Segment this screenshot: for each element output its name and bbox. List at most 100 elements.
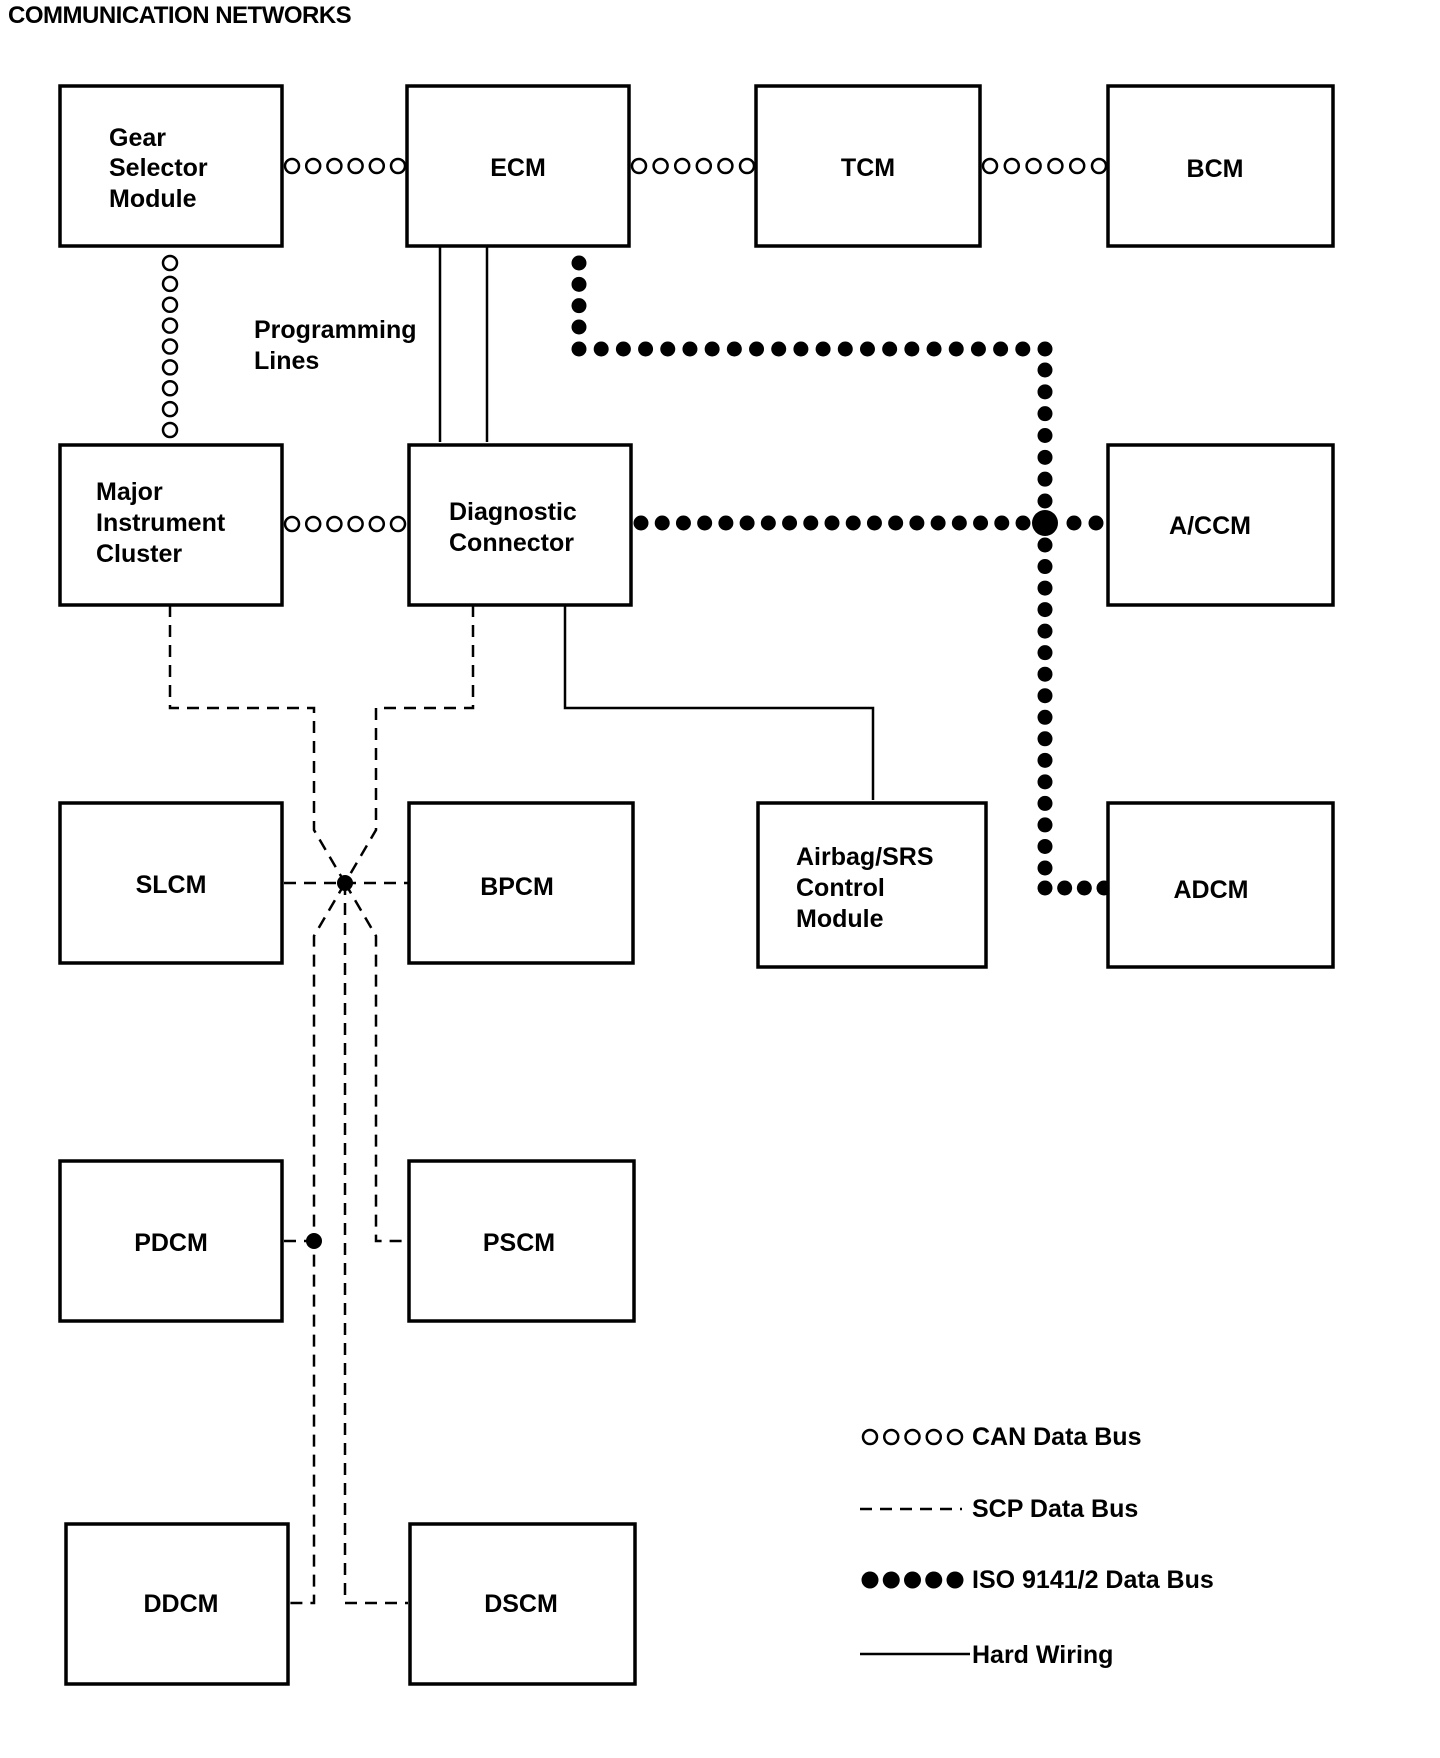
iso-bus-dot [1076,880,1092,896]
tcm-label: TCM [841,154,895,182]
iso-bus-dot [1037,774,1053,790]
iso-bus-dot [1037,731,1053,747]
iso-bus-dot [793,341,809,357]
cluster-label-3: Cluster [96,540,182,568]
pdcm-label: PDCM [134,1229,208,1257]
iso-link-ecm-down [571,255,587,335]
iso-bus-dot [1037,471,1053,487]
ddcm-box [64,1522,290,1686]
can-bus-dot [161,359,179,376]
can-bus-dot [946,1428,964,1446]
iso-bus-dot [994,515,1010,531]
accm-box [1106,443,1335,607]
bpcm-box [407,801,635,965]
can-bus-dot [1047,157,1064,175]
can-bus-dot [925,1428,942,1446]
iso-bus-dot [1037,709,1053,725]
bcm-box [1106,84,1335,248]
iso-bus-dot [1057,880,1073,896]
iso-bus-dot [704,341,720,357]
can-bus-dot [673,157,691,175]
scp-junction-pdcm [306,1233,322,1249]
module-dscm: DSCM [408,1522,637,1686]
can-bus-dot [304,157,322,175]
legend-can-label: CAN Data Bus [972,1423,1141,1451]
iso-bus-dot [909,515,925,531]
iso-bus-dot [1037,580,1053,596]
iso-bus-dot [1037,795,1053,811]
can-bus-dot [861,1428,879,1446]
iso-bus-dot [1037,449,1053,465]
iso-bus-dot [1037,623,1053,639]
iso-link-top-horizontal [571,341,1053,357]
can-bus-dot [738,157,756,175]
iso-bus-dot [815,341,831,357]
iso-bus-dot [1037,860,1053,876]
ecm-box [405,84,631,248]
iso-bus-dot [824,515,840,531]
iso-bus-dot [571,298,587,314]
iso-bus-dot [845,515,861,531]
module-slcm: SLCM [58,801,284,965]
srs-label-2: Control [796,874,885,902]
can-bus-dot [283,515,301,533]
can-bus-lines [161,157,1108,533]
adcm-box [1106,801,1335,969]
legend-iso-symbol [861,1571,964,1589]
ecm-label: ECM [490,154,546,182]
iso-link-accm [1066,515,1104,531]
scp-line-center [343,883,408,1605]
iso-bus-dot [859,341,875,357]
can-link-cluster-diag [283,515,407,533]
iso-bus-dot [749,341,765,357]
iso-bus-dot [1037,428,1053,443]
gsm-box [58,84,284,248]
scp-line-cluster [168,605,347,884]
iso-bus-dot [1015,515,1031,531]
iso-bus-dot [948,341,964,357]
iso-bus-dot [1037,688,1053,704]
iso-bus-dot [904,1571,921,1589]
cluster-label-2: Instrument [96,509,226,537]
iso-bus-dot [571,276,587,292]
can-bus-dot [1025,157,1042,175]
dscm-label: DSCM [484,1590,558,1618]
legend-iso-label: ISO 9141/2 Data Bus [972,1566,1214,1594]
module-gsm: Gear Selector Module [58,84,284,248]
iso-bus-dot [633,515,649,531]
dscm-box [408,1522,637,1686]
iso-bus-dot [571,255,587,271]
iso-bus-dot [925,1571,943,1589]
iso-bus-dot [1037,559,1053,575]
page-title: COMMUNICATION NETWORKS [8,2,352,29]
can-bus-dot [161,338,179,355]
can-bus-dot [161,296,179,313]
ddcm-label: DDCM [144,1590,219,1618]
can-bus-dot [326,515,343,533]
legend-can-symbol [861,1428,964,1446]
iso-bus-dot [1015,341,1031,357]
scp-junction-top [337,875,353,891]
iso-bus-dot [926,341,942,357]
iso-bus-dot [760,515,776,531]
iso-bus-dot [654,515,670,531]
iso-bus-dot [675,515,691,531]
can-bus-dot [368,157,386,175]
iso-junction [1032,510,1058,536]
can-bus-dot [161,317,179,334]
accm-label: A/CCM [1169,512,1251,540]
can-bus-dot [347,515,364,533]
iso-bus-dot [1066,515,1082,531]
iso-bus-dot [1037,838,1053,854]
module-tcm: TCM [754,84,982,248]
iso-bus-dot [882,1571,900,1589]
pscm-box [407,1159,636,1323]
diag-label-1: Diagnostic [449,498,577,526]
module-ecm: ECM [405,84,631,248]
can-bus-dot [326,157,343,175]
iso-bus-dot [866,515,882,531]
can-bus-dot [304,515,322,533]
diag-label-2: Connector [449,529,574,557]
iso-link-vertical-lower [1037,537,1053,876]
